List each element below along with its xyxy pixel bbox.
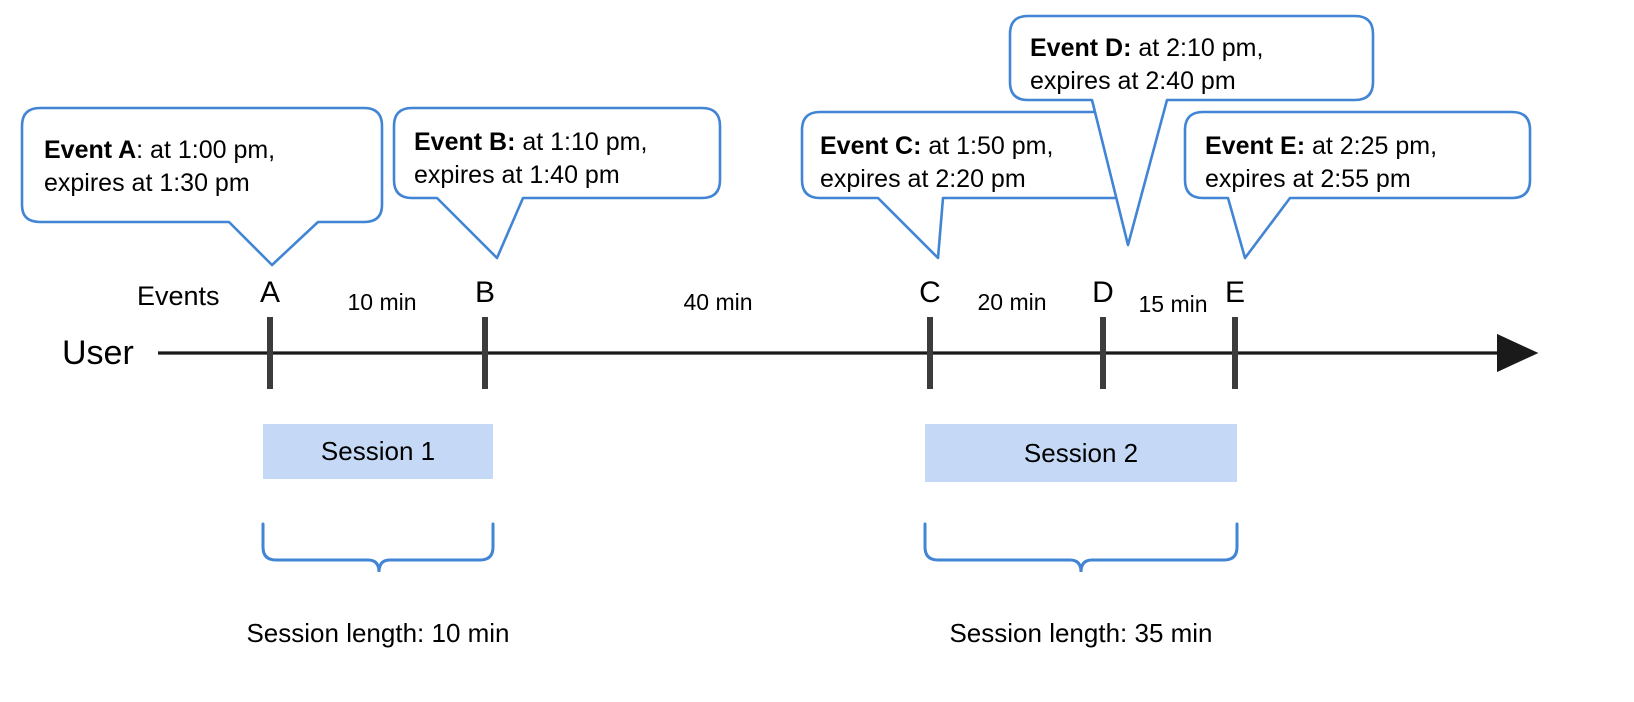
callout-d-title: Event D: xyxy=(1030,34,1132,62)
session-1-length-caption: Session length: 10 min xyxy=(246,618,510,648)
session-2-brace xyxy=(923,522,1239,573)
callout-c-title: Event C: xyxy=(820,132,922,160)
callout-text-a: Event A: at 1:00 pm, expires at 1:30 pm xyxy=(44,134,275,200)
marker-label-b: B xyxy=(474,276,495,309)
session-2-label: Session 2 xyxy=(1023,437,1139,468)
session-box-2: Session 2 xyxy=(925,424,1237,482)
user-row-label: User xyxy=(62,334,134,372)
callout-text-b: Event B: at 1:10 pm, expires at 1:40 pm xyxy=(414,126,647,192)
callout-e-expires: expires at 2:55 pm xyxy=(1205,165,1411,193)
callout-c-expires: expires at 2:20 pm xyxy=(820,165,1026,193)
callout-e-title: Event E: xyxy=(1205,132,1306,160)
callout-a-at: : at 1:00 pm, xyxy=(136,136,276,164)
marker-label-c: C xyxy=(919,276,941,309)
callout-bubble-b xyxy=(392,106,722,260)
callout-bubble-a xyxy=(20,106,384,267)
marker-label-d: D xyxy=(1092,276,1114,309)
interval-label-d-e: 15 min xyxy=(1138,291,1208,317)
callout-a-expires: expires at 1:30 pm xyxy=(44,169,250,197)
callout-d-at: at 2:10 pm, xyxy=(1131,34,1264,62)
interval-label-b-c: 40 min xyxy=(683,289,753,315)
session-box-1: Session 1 xyxy=(263,424,493,479)
callout-b-expires: expires at 1:40 pm xyxy=(414,161,620,189)
events-row-label: Events xyxy=(137,281,220,311)
callout-d-expires: expires at 2:40 pm xyxy=(1030,67,1236,95)
session-1-brace xyxy=(261,522,495,573)
marker-label-e: E xyxy=(1224,276,1245,309)
callout-a-title: Event A xyxy=(44,136,137,164)
callout-text-c: Event C: at 1:50 pm, expires at 2:20 pm xyxy=(820,130,1053,196)
callout-c-at: at 1:50 pm, xyxy=(921,132,1054,160)
callout-e-at: at 2:25 pm, xyxy=(1305,132,1438,160)
callout-text-e: Event E: at 2:25 pm, expires at 2:55 pm xyxy=(1205,130,1437,196)
interval-label-c-d: 20 min xyxy=(977,289,1047,315)
callout-text-d: Event D: at 2:10 pm, expires at 2:40 pm xyxy=(1030,32,1263,98)
marker-label-a: A xyxy=(259,276,280,309)
callout-bubble-e xyxy=(1183,110,1532,260)
callout-b-title: Event B: xyxy=(414,128,516,156)
interval-label-a-b: 10 min xyxy=(347,289,417,315)
callout-b-at: at 1:10 pm, xyxy=(515,128,648,156)
callout-bubble-d xyxy=(1008,14,1375,247)
session-2-length-caption: Session length: 35 min xyxy=(949,618,1213,648)
session-1-label: Session 1 xyxy=(320,436,436,466)
